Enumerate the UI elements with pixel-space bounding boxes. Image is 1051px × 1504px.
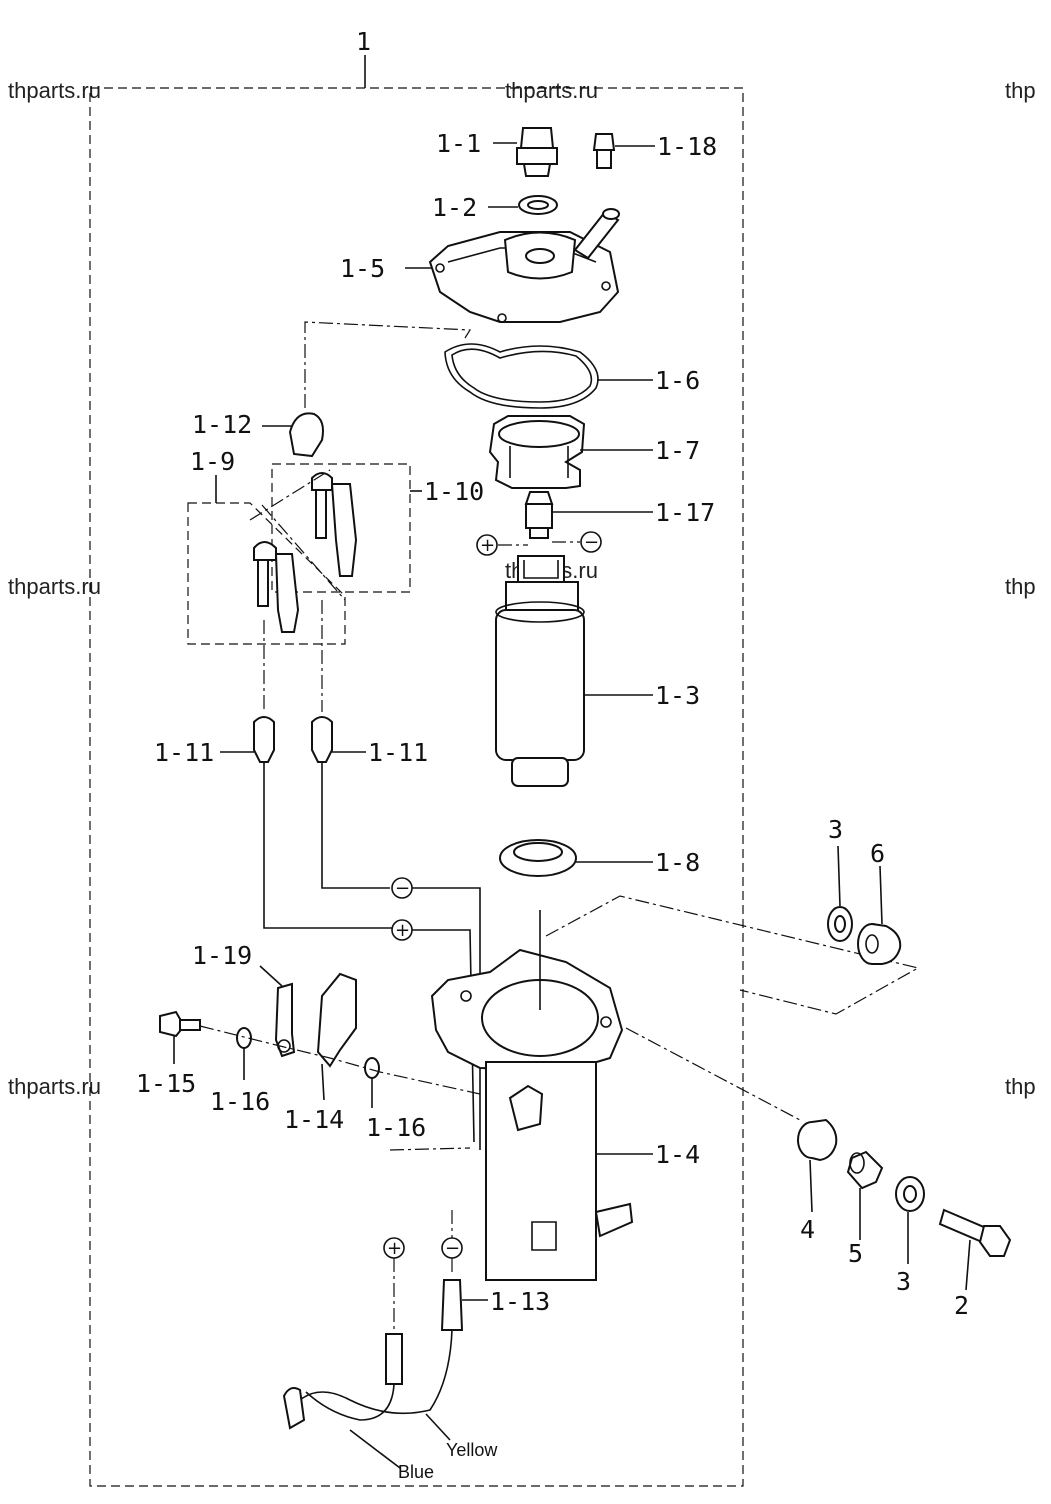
callout-6: 6: [870, 839, 885, 868]
callout-2: 2: [954, 1291, 969, 1320]
callout-1-1: 1-1: [436, 129, 481, 158]
part-1-14-clip: 1-14: [284, 972, 357, 1134]
part-1-10-terminal-box: 1-10: [271, 463, 484, 593]
watermark: thp: [1005, 574, 1036, 599]
part-1-11-connector-left: 1-11: [154, 620, 275, 767]
part-1-11-connector-right: 1-11: [311, 600, 428, 767]
wire-label-blue: Blue: [398, 1462, 434, 1482]
part-1-5-top-cover: 1-5: [340, 208, 620, 323]
callout-3-bottom: 3: [896, 1267, 911, 1296]
part-5-collar: 5: [846, 1150, 884, 1268]
part-1-17-nozzle: 1-17: [524, 491, 715, 539]
callout-1-2: 1-2: [432, 193, 477, 222]
watermark: thparts.ru: [8, 1074, 101, 1099]
callout-1-9: 1-9: [190, 447, 235, 476]
connector-wiring: − +: [263, 762, 481, 1150]
part-3-washer-top: 3: [827, 815, 853, 942]
part-1-15-bolt: 1-15: [136, 1010, 201, 1098]
watermark: thparts.ru: [8, 574, 101, 599]
polarity-plus: +: [480, 535, 495, 556]
callout-1-12: 1-12: [192, 410, 252, 439]
callout-1-7: 1-7: [655, 436, 700, 465]
polarity-minus: −: [395, 878, 410, 899]
callout-1-16-right: 1-16: [366, 1113, 426, 1142]
part-1-19-ring-terminal: 1-19: [192, 941, 296, 1058]
callout-1-5: 1-5: [340, 254, 385, 283]
callout-1-19: 1-19: [192, 941, 252, 970]
callout-5: 5: [848, 1239, 863, 1268]
assembly-lines-right: [545, 895, 920, 1121]
part-1-3-fuel-pump: 1-3: [495, 555, 700, 787]
watermark: thp: [1005, 1074, 1036, 1099]
polarity-plus: +: [395, 920, 410, 941]
callout-3-top: 3: [828, 815, 843, 844]
watermark: thp: [1005, 78, 1036, 103]
assembly-line-left: [199, 1025, 481, 1095]
pump-terminal-polarity: + −: [476, 531, 602, 556]
callout-1-4: 1-4: [655, 1140, 700, 1169]
callout-1-13: 1-13: [490, 1287, 550, 1316]
callout-1-16-left: 1-16: [210, 1087, 270, 1116]
assembly-boundary: 1: [89, 27, 744, 1487]
part-2-bolt: 2: [938, 1208, 1012, 1320]
callout-1-11-left: 1-11: [154, 738, 214, 767]
polarity-minus: −: [584, 532, 599, 553]
part-1-16-washer-right: 1-16: [364, 1057, 426, 1142]
part-1-1-fitting: 1-1: [436, 127, 558, 177]
callout-1-8: 1-8: [655, 848, 700, 877]
callout-1-3: 1-3: [655, 681, 700, 710]
part-1-13-lead: + − 1-13 Yellow Blue: [282, 1210, 550, 1482]
part-4-grommet: 4: [797, 1118, 838, 1244]
callout-1-18: 1-18: [657, 132, 717, 161]
callout-1-17: 1-17: [655, 498, 715, 527]
part-1-6-gasket: 1-6: [444, 343, 700, 409]
callout-1-14: 1-14: [284, 1105, 344, 1134]
part-6-grommet: 6: [857, 839, 902, 965]
part-1-2-washer: 1-2: [432, 193, 558, 222]
callout-1-10: 1-10: [424, 477, 484, 506]
part-1-8-seal-ring: 1-8: [499, 839, 700, 877]
assembly-line-left: [389, 1147, 471, 1151]
wire-label-yellow: Yellow: [446, 1440, 498, 1460]
callout-assembly: 1: [356, 27, 371, 56]
callout-1-15: 1-15: [136, 1069, 196, 1098]
callout-4: 4: [800, 1215, 815, 1244]
part-3-washer-bottom: 3: [895, 1176, 925, 1296]
part-1-7-retainer: 1-7: [488, 415, 700, 489]
part-1-9-terminal-box: 1-9: [187, 447, 346, 645]
polarity-minus: −: [445, 1238, 460, 1259]
watermark: thparts.ru: [505, 78, 598, 103]
polarity-plus: +: [387, 1238, 402, 1259]
watermark: thparts.ru: [8, 78, 101, 103]
part-1-12-cap: 1-12: [192, 321, 472, 458]
part-1-18-screw: 1-18: [592, 132, 717, 169]
part-1-4-pump-housing: 1-4: [430, 910, 700, 1281]
callout-1-11-right: 1-11: [368, 738, 428, 767]
callout-1-6: 1-6: [655, 366, 700, 395]
part-1-16-washer-left: 1-16: [210, 1027, 270, 1116]
